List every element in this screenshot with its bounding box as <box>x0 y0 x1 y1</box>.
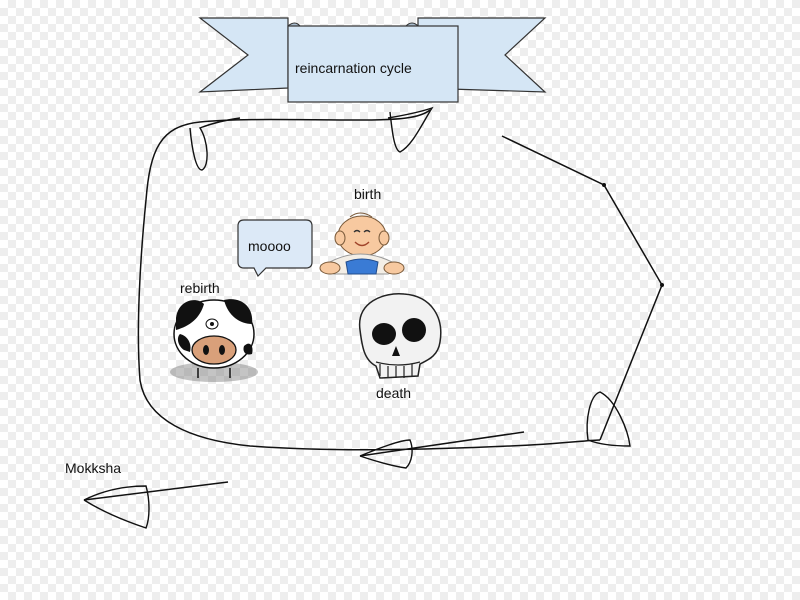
speech-bubble-text: moooo <box>248 238 291 254</box>
cycle-knot-left <box>189 117 241 171</box>
arrowhead-bottom <box>359 439 413 469</box>
arrowhead-right <box>586 391 631 447</box>
escape-arrow <box>83 481 229 501</box>
cycle-arrow-bottom <box>359 431 525 457</box>
banner-left-tail <box>198 17 289 93</box>
mokksha-label: Mokksha <box>65 460 122 476</box>
speech-bubble <box>237 219 313 278</box>
rebirth-label: rebirth <box>180 280 220 296</box>
baby-icon <box>319 212 405 275</box>
death-label: death <box>376 385 412 401</box>
cycle-arrow-right <box>501 135 663 441</box>
cow-icon <box>170 299 258 382</box>
joint-dot <box>602 183 606 187</box>
skull-icon <box>359 293 442 379</box>
cycle-knot-right <box>387 106 434 153</box>
birth-label: birth <box>354 186 382 202</box>
cycle-arrow <box>137 109 601 451</box>
arrowhead-escape <box>83 485 150 529</box>
joint-dot <box>660 283 664 287</box>
banner-body <box>287 25 459 103</box>
banner-ribbon <box>198 17 547 103</box>
banner-title: reincarnation cycle <box>295 60 412 76</box>
